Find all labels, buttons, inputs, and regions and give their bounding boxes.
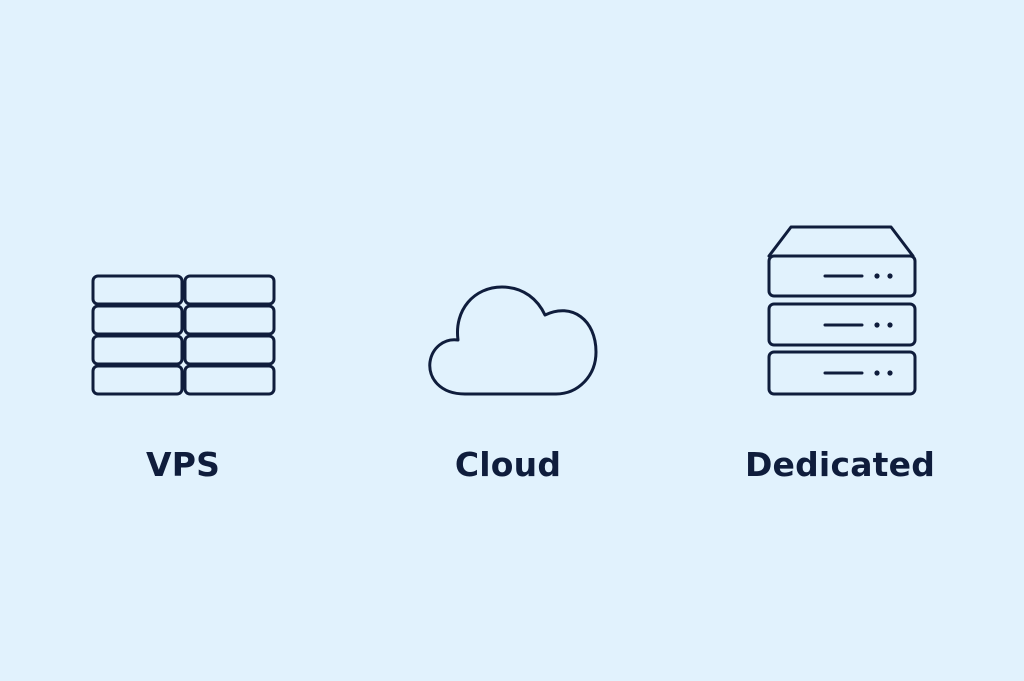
dedicated-label: Dedicated [744,445,936,484]
cloud-label: Cloud [454,445,562,484]
cloud-icon [428,285,598,396]
vps-grid-icon [91,274,276,396]
server-rack-icon [767,225,917,396]
vps-label: VPS [145,445,221,484]
